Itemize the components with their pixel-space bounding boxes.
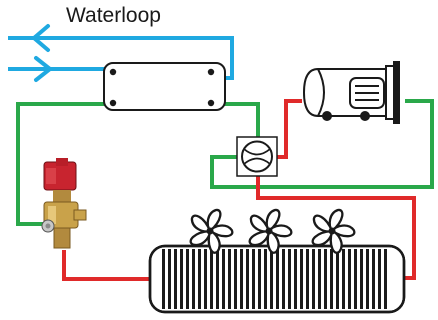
- expansion-valve: [41, 158, 87, 249]
- air-coil: [148, 244, 406, 314]
- water-heat-exchanger: [103, 62, 226, 111]
- water-arrows: [30, 24, 54, 82]
- fan-3: [311, 208, 356, 254]
- fan-1: [189, 208, 234, 254]
- left-arrow-icon: [30, 24, 50, 52]
- refrigerant-lines: [16, 99, 434, 281]
- red-line-valve-to-coil: [62, 250, 158, 281]
- fan-2: [248, 208, 293, 254]
- right-arrow-icon: [34, 56, 54, 82]
- green-line-exchanger-to-4way: [222, 102, 260, 137]
- waterloop-label: Waterloop: [66, 4, 161, 27]
- green-line-4way-to-compressor: [210, 99, 434, 189]
- green-line-exchanger-to-valve: [16, 102, 107, 226]
- four-way-valve: [236, 136, 278, 177]
- compressor: [302, 61, 400, 124]
- red-line-4way-to-coil: [256, 176, 416, 280]
- red-line-compressor-to-4way: [276, 99, 302, 159]
